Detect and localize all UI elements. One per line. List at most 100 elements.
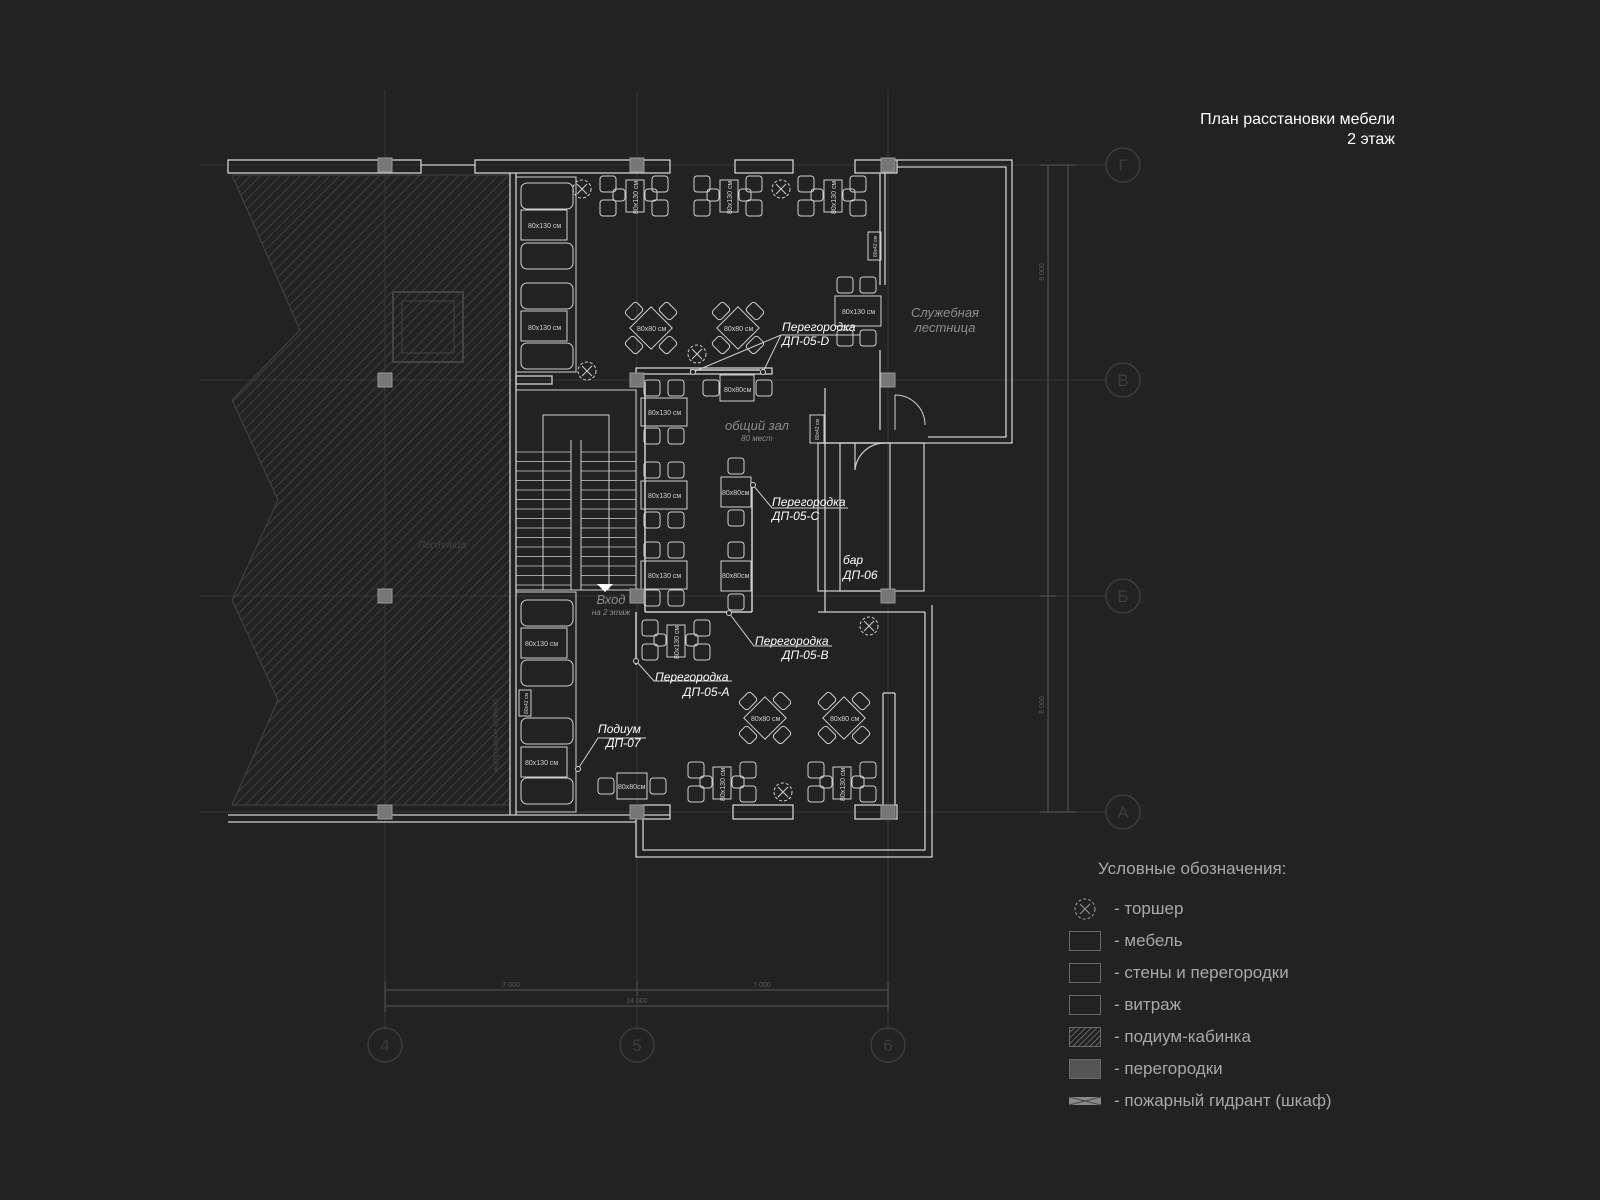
column xyxy=(880,157,896,173)
callout-b-2: ДП-05-B xyxy=(780,648,829,662)
legend-label: - мебель xyxy=(1114,931,1183,950)
floor-lamp-icon xyxy=(687,344,707,364)
size-label: 80x130 см xyxy=(727,181,734,214)
column xyxy=(377,804,393,820)
room-bar-1: бар xyxy=(843,553,863,567)
size-label: 80x130 см xyxy=(842,309,875,316)
room-entry-sub: на 2 этаж xyxy=(592,608,631,617)
chair xyxy=(651,175,669,193)
furniture-swatch xyxy=(1068,930,1102,952)
callout-c-2: ДП-05-С xyxy=(770,509,819,523)
callout-d-1: Перегородка xyxy=(782,320,856,334)
entry-arrow-icon xyxy=(597,584,613,592)
columns xyxy=(377,157,896,820)
column xyxy=(880,588,896,604)
legend-heading: Условные обозначения: xyxy=(1098,859,1287,878)
legend: - торшер - мебель - стены и перегородки … xyxy=(1068,893,1332,1117)
chair xyxy=(859,276,877,294)
chair xyxy=(739,785,757,803)
column xyxy=(377,372,393,388)
room-hall-seats: 80 мест xyxy=(741,434,773,443)
axis-label-v: В xyxy=(1117,371,1128,390)
dim-total: 14 000 xyxy=(626,998,648,1005)
size-label: 80x42 см xyxy=(815,418,821,440)
legend-item: - стены и перегородки xyxy=(1068,957,1332,989)
size-label: 80x80 см xyxy=(830,716,860,723)
size-label: 80x80 см xyxy=(724,326,754,333)
axis-bubbles xyxy=(367,147,1141,1063)
dim-left: 7 000 xyxy=(502,982,520,989)
dim-right: 7 000 xyxy=(753,982,771,989)
chair xyxy=(727,457,745,475)
axis-label-6: 6 xyxy=(883,1036,892,1055)
chair xyxy=(643,589,661,607)
floor-lamp-icon xyxy=(859,616,879,636)
legend-item: - витраж xyxy=(1068,989,1332,1021)
callout-b-1: Перегородка xyxy=(755,634,829,648)
callout-p-1: Подиум xyxy=(598,722,641,736)
axis-label-5: 5 xyxy=(632,1036,641,1055)
size-label: 80x130 см xyxy=(525,641,558,648)
column xyxy=(629,588,645,604)
chair xyxy=(667,461,685,479)
chair xyxy=(745,199,763,217)
dimension-lines xyxy=(384,164,1076,1012)
callout-a-1: Перегородка xyxy=(655,670,729,684)
chair xyxy=(693,619,711,637)
walls-swatch xyxy=(1068,962,1102,984)
legend-item: - торшер xyxy=(1068,893,1332,925)
floor-lamp-icon xyxy=(771,179,791,199)
chair xyxy=(807,785,825,803)
size-label: 80x130 см xyxy=(633,181,640,214)
size-label: 80x130 см xyxy=(720,768,727,801)
size-label: 80x80см xyxy=(722,573,750,580)
chair xyxy=(667,589,685,607)
dim-height-bottom: 8 000 xyxy=(1039,696,1046,714)
chair xyxy=(702,379,720,397)
chair xyxy=(859,329,877,347)
legend-label: - стены и перегородки xyxy=(1114,963,1289,982)
plan-title: План расстановки мебели 2 этаж xyxy=(1200,110,1395,150)
chair xyxy=(643,427,661,445)
size-label: 80x80 см xyxy=(751,716,781,723)
chair xyxy=(597,777,615,795)
room-bar-2: ДП-06 xyxy=(841,568,878,582)
chair xyxy=(859,785,877,803)
legend-item: - подиум-кабинка xyxy=(1068,1021,1332,1053)
chair xyxy=(643,541,661,559)
chair xyxy=(755,379,773,397)
size-label: 80x130 см xyxy=(528,223,561,230)
size-label: 80x130 см xyxy=(831,181,838,214)
tables-80x80-diamond xyxy=(624,301,871,745)
room-stair-left: Лестница xyxy=(417,540,467,551)
column xyxy=(377,157,393,173)
axis-label-b: Б xyxy=(1117,587,1128,606)
chair xyxy=(667,379,685,397)
room-service-stair-2: лестница xyxy=(914,320,976,335)
chair xyxy=(667,427,685,445)
legend-label: - пожарный гидрант (шкаф) xyxy=(1114,1091,1332,1110)
legend-label: - подиум-кабинка xyxy=(1114,1027,1251,1046)
size-label: 80x80см xyxy=(724,387,752,394)
fire-hydrant-swatch xyxy=(1068,1090,1102,1112)
column xyxy=(629,157,645,173)
bar-counter xyxy=(817,442,925,592)
service-door xyxy=(894,394,926,430)
podium-booths xyxy=(515,176,882,813)
room-entry: Вход xyxy=(596,592,625,607)
size-label: 80x130 см xyxy=(648,493,681,500)
chair xyxy=(651,199,669,217)
chair xyxy=(849,175,867,193)
column xyxy=(880,372,896,388)
podium-swatch xyxy=(1068,1026,1102,1048)
left-hatched-area xyxy=(231,174,511,806)
glazing-swatch xyxy=(1068,994,1102,1016)
chair xyxy=(599,199,617,217)
chair xyxy=(641,619,659,637)
size-label: 80x42 см xyxy=(524,692,530,714)
size-label: 80x130 см xyxy=(840,768,847,801)
column xyxy=(629,804,645,820)
chair xyxy=(797,199,815,217)
legend-label: - перегородки xyxy=(1114,1059,1223,1078)
